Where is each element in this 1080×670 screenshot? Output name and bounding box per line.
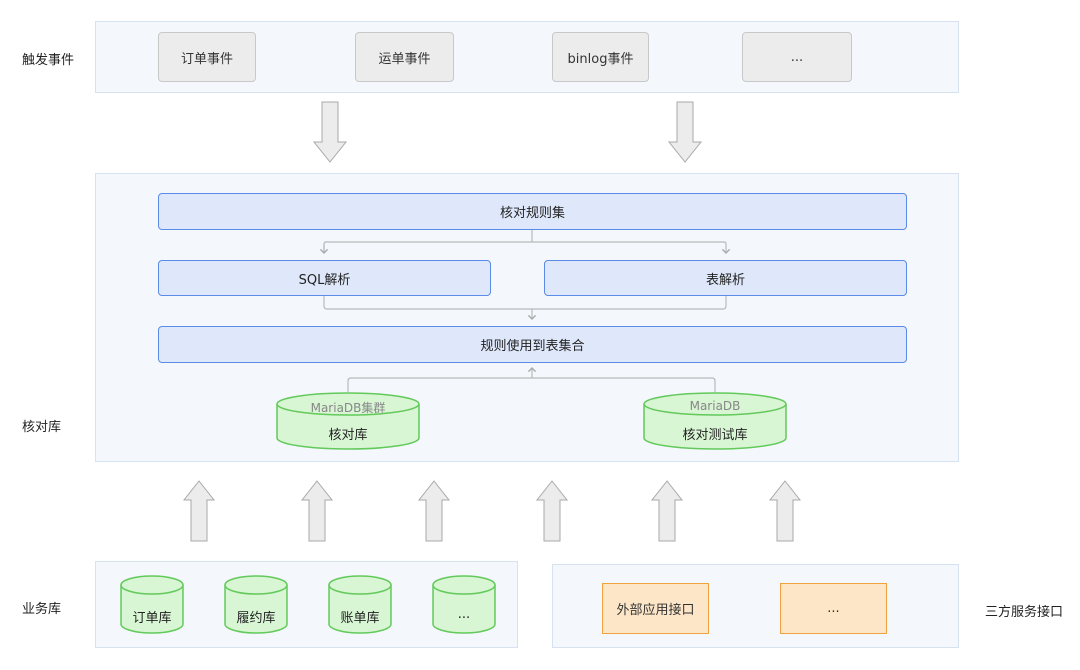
table-parse-box: 表解析 — [544, 260, 907, 296]
order-db-cylinder — [120, 575, 184, 634]
check-db-engine: MariaDB集群 — [310, 401, 386, 415]
fulfillment-db: 履约库 — [225, 576, 287, 634]
fulfillment-db-cylinder — [224, 575, 288, 634]
check-db-label: 核对库 — [328, 428, 368, 443]
up-arrow — [650, 480, 684, 542]
check-db-cylinder — [276, 392, 420, 450]
check-test-db: MariaDB 核对测试库 — [644, 393, 786, 449]
order-db: 订单库 — [121, 576, 183, 634]
sql-parse-box: SQL解析 — [158, 260, 491, 296]
event-order: 订单事件 — [158, 32, 256, 82]
down-arrow — [312, 101, 348, 163]
check-test-db-cylinder — [643, 392, 787, 450]
more-db-label: ... — [457, 607, 471, 622]
up-arrow — [182, 480, 216, 542]
billing-db-cylinder — [328, 575, 392, 634]
parse-merge-connector — [323, 296, 727, 310]
event-more: ... — [742, 32, 852, 82]
rule-table-set-box: 规则使用到表集合 — [158, 326, 907, 363]
row-label-check: 核对库 — [22, 420, 62, 435]
more-db: ... — [433, 576, 495, 634]
more-db-cylinder — [432, 575, 496, 634]
billing-db-label: 账单库 — [340, 611, 380, 626]
external-api-box: 外部应用接口 — [602, 583, 709, 634]
check-db: MariaDB集群 核对库 — [277, 393, 419, 449]
up-arrow — [535, 480, 569, 542]
check-test-db-label: 核对测试库 — [682, 428, 748, 443]
up-arrow — [300, 480, 334, 542]
billing-db: 账单库 — [329, 576, 391, 634]
fulfillment-db-label: 履约库 — [236, 611, 276, 626]
event-waybill: 运单事件 — [355, 32, 454, 82]
up-arrow — [417, 480, 451, 542]
event-binlog: binlog事件 — [552, 32, 649, 82]
down-arrow — [667, 101, 703, 163]
check-test-db-engine: MariaDB — [689, 399, 741, 413]
row-label-third-party: 三方服务接口 — [985, 605, 1064, 620]
up-arrow — [768, 480, 802, 542]
third-party-more-box: ... — [780, 583, 887, 634]
row-label-business: 业务库 — [22, 602, 62, 617]
rule-set-connector — [323, 230, 726, 253]
rule-set-box: 核对规则集 — [158, 193, 907, 230]
row-label-trigger: 触发事件 — [22, 53, 75, 68]
order-db-label: 订单库 — [132, 611, 172, 626]
db-merge-connector — [347, 377, 716, 392]
